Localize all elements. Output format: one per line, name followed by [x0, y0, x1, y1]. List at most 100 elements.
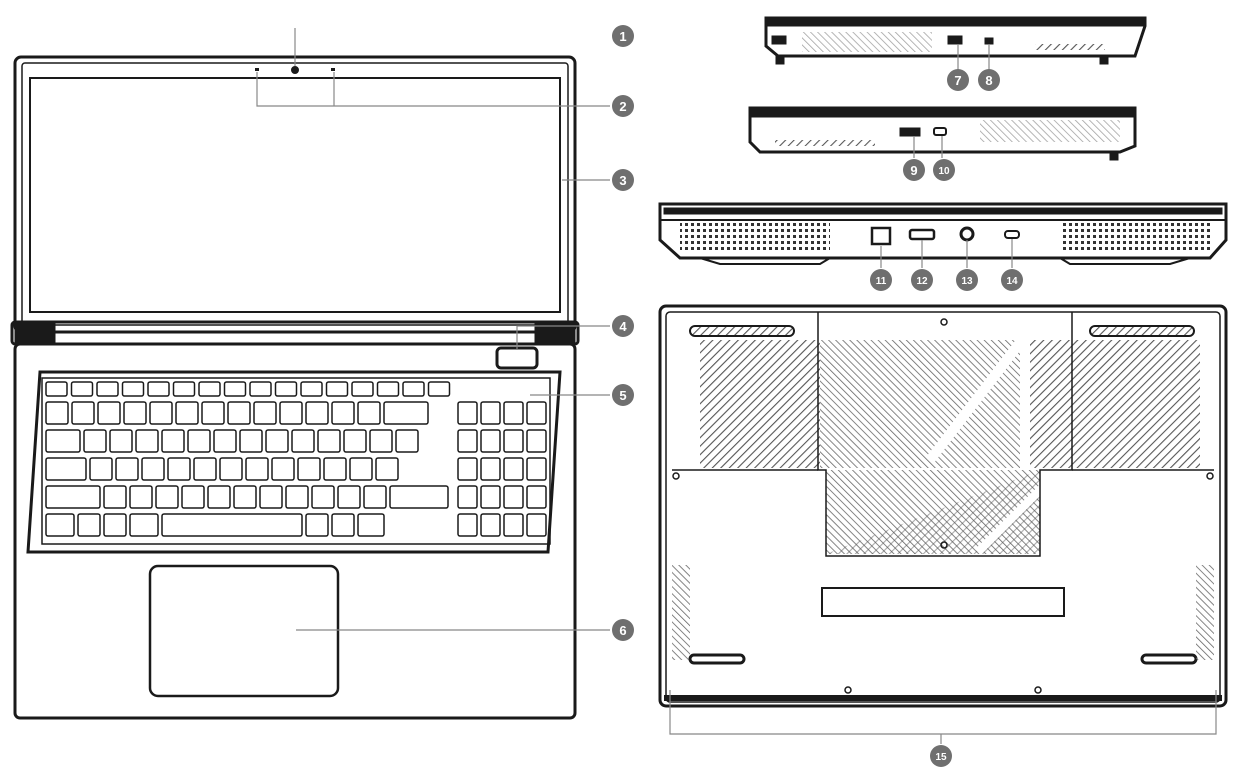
keyboard-key — [480, 401, 501, 425]
keyboard-key — [239, 429, 263, 453]
keyboard-key — [233, 485, 257, 509]
svg-text:2: 2 — [619, 99, 626, 114]
callout-13: 13 — [956, 269, 978, 291]
keyboard-keys — [45, 381, 547, 537]
svg-text:13: 13 — [961, 276, 973, 287]
microphone-right — [331, 68, 335, 71]
keyboard-key — [201, 401, 225, 425]
svg-text:14: 14 — [1006, 276, 1018, 287]
keyboard-key — [291, 429, 315, 453]
keyboard-key — [457, 513, 478, 537]
keyboard-key — [503, 485, 524, 509]
hdmi-port — [908, 228, 936, 241]
keyboard-key — [45, 457, 87, 481]
keyboard-key — [161, 429, 185, 453]
keyboard-key — [274, 381, 298, 397]
rear-view — [658, 202, 1228, 265]
rj45-port — [870, 226, 892, 246]
keyboard-key — [503, 429, 524, 453]
keyboard-key — [141, 457, 165, 481]
keyboard-key — [129, 513, 159, 537]
svg-text:6: 6 — [619, 623, 626, 638]
keyboard-key — [77, 513, 101, 537]
keyboard-key — [253, 401, 277, 425]
leader-lines — [256, 28, 1217, 744]
keyboard-key — [265, 429, 289, 453]
keyboard-key — [279, 401, 303, 425]
keyboard-key — [121, 381, 145, 397]
keyboard-key — [331, 513, 355, 537]
callout-9: 9 — [903, 159, 925, 181]
keyboard-key — [323, 457, 347, 481]
callout-15: 15 — [930, 745, 952, 767]
keyboard-key — [343, 429, 367, 453]
callout-3: 3 — [612, 169, 634, 191]
keyboard-key — [457, 401, 478, 425]
keyboard-key — [97, 401, 121, 425]
callout-4: 4 — [612, 315, 634, 337]
keyboard-key — [167, 457, 191, 481]
keyboard-key — [227, 401, 251, 425]
keyboard-key — [70, 381, 94, 397]
keyboard-key — [245, 457, 269, 481]
keyboard-key — [389, 485, 449, 509]
keyboard-key — [503, 457, 524, 481]
keyboard-key — [45, 485, 101, 509]
keyboard-key — [395, 429, 419, 453]
callouts: 1 2 3 4 5 6 7 8 — [612, 25, 1023, 767]
keyboard-key — [213, 429, 237, 453]
keyboard-key — [480, 429, 501, 453]
svg-text:10: 10 — [938, 166, 950, 177]
keyboard-key — [363, 485, 387, 509]
keyboard-key — [123, 401, 147, 425]
keyboard-key — [427, 381, 451, 397]
keyboard-key — [181, 485, 205, 509]
keyboard-key — [45, 401, 69, 425]
keyboard-key — [526, 513, 547, 537]
keyboard-key — [249, 381, 272, 397]
keyboard-key — [45, 513, 75, 537]
keyboard-key — [147, 381, 170, 397]
keyboard-key — [285, 485, 309, 509]
bottom-view — [658, 304, 1228, 708]
keyboard-key — [351, 381, 374, 397]
microphone-left — [255, 68, 259, 71]
callout-7: 7 — [947, 69, 969, 91]
keyboard-key — [305, 401, 329, 425]
keyboard-key — [175, 401, 199, 425]
keyboard-key — [457, 429, 478, 453]
callout-12: 12 — [911, 269, 933, 291]
keyboard-key — [311, 485, 335, 509]
keyboard-key — [96, 381, 119, 397]
keyboard-key — [187, 429, 211, 453]
display-screen — [29, 77, 561, 313]
keyboard-key — [149, 401, 173, 425]
svg-text:12: 12 — [916, 276, 928, 287]
svg-text:5: 5 — [619, 388, 626, 403]
keyboard-key — [526, 401, 547, 425]
display-lid — [13, 55, 577, 334]
keyboard-key — [457, 485, 478, 509]
keyboard-key — [331, 401, 355, 425]
svg-text:1: 1 — [619, 29, 626, 44]
callout-14: 14 — [1001, 269, 1023, 291]
keyboard-key — [193, 457, 217, 481]
webcam — [291, 66, 299, 74]
svg-text:15: 15 — [935, 752, 947, 763]
keyboard-key — [45, 429, 81, 453]
keyboard-key — [135, 429, 159, 453]
callout-10: 10 — [933, 159, 955, 181]
left-side-view — [764, 16, 1147, 65]
laptop-base — [13, 342, 577, 720]
keyboard-key — [317, 429, 341, 453]
keyboard-key — [103, 485, 127, 509]
keyboard-frame — [26, 370, 562, 554]
keyboard-key — [357, 401, 381, 425]
svg-text:3: 3 — [619, 173, 626, 188]
keyboard-key — [89, 457, 113, 481]
svg-text:9: 9 — [910, 163, 917, 178]
keyboard-key — [207, 485, 231, 509]
keyboard-key — [480, 513, 501, 537]
keyboard-key — [305, 513, 329, 537]
keyboard-key — [45, 381, 68, 397]
